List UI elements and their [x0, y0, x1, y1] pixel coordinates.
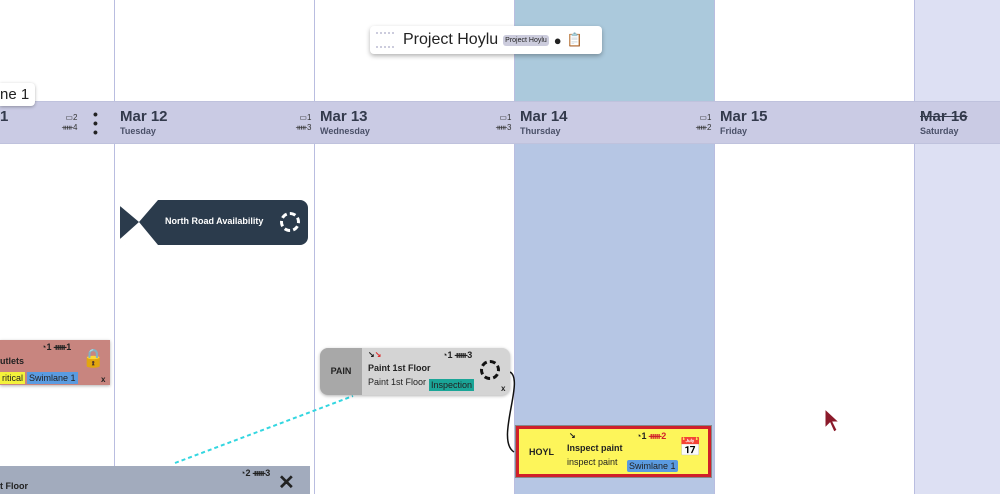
inspection-tag: Inspection: [429, 379, 475, 391]
card-counts: ◔2 ᚔ3: [240, 468, 271, 478]
card-title: t Floor: [0, 481, 28, 491]
card-subtitle: Paint 1st Floor: [368, 377, 427, 387]
day-column-16: [914, 0, 1000, 494]
weekday: Friday: [720, 126, 748, 136]
card-counts: ◔1 ᚔ1: [41, 342, 72, 352]
task-card-inspect-paint[interactable]: HOYL ↘ ◔1 ᚔ2 Inspect paint inspect paint…: [516, 426, 711, 477]
swimlane-label[interactable]: ne 1: [0, 83, 36, 106]
task-card-floor[interactable]: ◔2 ᚔ3 t Floor ✕: [0, 466, 310, 494]
dependency-icon: ↘↘: [368, 350, 382, 359]
card-title: utlets: [0, 356, 25, 366]
close-icon[interactable]: x: [101, 375, 106, 384]
logo-icon: [376, 32, 394, 48]
card-code: PAIN: [320, 348, 362, 395]
day-column-14: [514, 0, 714, 494]
task-card-north-road[interactable]: North Road Availability: [120, 200, 308, 245]
swimlane-tag: Swimlane 1: [627, 460, 678, 472]
day-column-13: [314, 0, 514, 494]
progress-circle-icon: [480, 360, 500, 380]
project-badge: Project Hoylu: [503, 34, 549, 46]
progress-circle-icon: [280, 212, 300, 232]
weekday: Saturday: [920, 126, 959, 136]
card-title: Paint 1st Floor: [368, 363, 431, 373]
hourglass-icon: [120, 200, 158, 245]
date: Mar 16: [920, 108, 968, 125]
clipboard-check-icon[interactable]: 📋: [566, 32, 583, 47]
dependency-link-cyan: [174, 395, 354, 464]
globe-icon[interactable]: ●: [553, 32, 562, 48]
card-title: North Road Availability: [165, 216, 264, 226]
dependency-link-black: [506, 371, 516, 453]
date: Mar 13: [320, 108, 368, 125]
more-menu-icon[interactable]: •••: [93, 106, 98, 140]
date: Mar 12: [120, 108, 168, 125]
project-title: Project Hoylu: [403, 31, 499, 48]
task-card-paint-1st-floor[interactable]: PAIN ↘↘ ◔1 ᚔ3 Paint 1st Floor Paint 1st …: [320, 348, 510, 395]
card-title: Inspect paint: [567, 443, 623, 453]
card-counts: ◔1 ᚔ3: [442, 350, 473, 360]
card-code: HOYL: [529, 447, 555, 457]
critical-tag: ritical: [0, 372, 26, 384]
day-column-12: [114, 0, 314, 494]
date: 1: [0, 108, 9, 125]
weekday: Wednesday: [320, 126, 370, 136]
date: Mar 15: [720, 108, 768, 125]
date: Mar 14: [520, 108, 568, 125]
lock-icon[interactable]: 🔒: [82, 348, 105, 368]
weekday: Thursday: [520, 126, 561, 136]
date-header: [0, 101, 1000, 144]
card-subtitle: inspect paint: [567, 457, 618, 467]
card-counts: ◔1 ᚔ2: [636, 431, 667, 441]
dependency-icon: ↘: [569, 431, 576, 440]
day-column-15: [714, 0, 914, 494]
close-icon[interactable]: x: [501, 384, 506, 393]
weekday: Tuesday: [120, 126, 156, 136]
project-title-bar[interactable]: Project Hoylu Project Hoylu ● 📋: [370, 26, 602, 54]
close-icon[interactable]: ✕: [278, 472, 295, 494]
calendar-icon[interactable]: 📅: [679, 437, 702, 457]
mouse-cursor-icon: [824, 408, 840, 433]
day-header[interactable]: 1: [0, 108, 8, 125]
swimlane-tag: Swimlane 1: [27, 372, 78, 384]
